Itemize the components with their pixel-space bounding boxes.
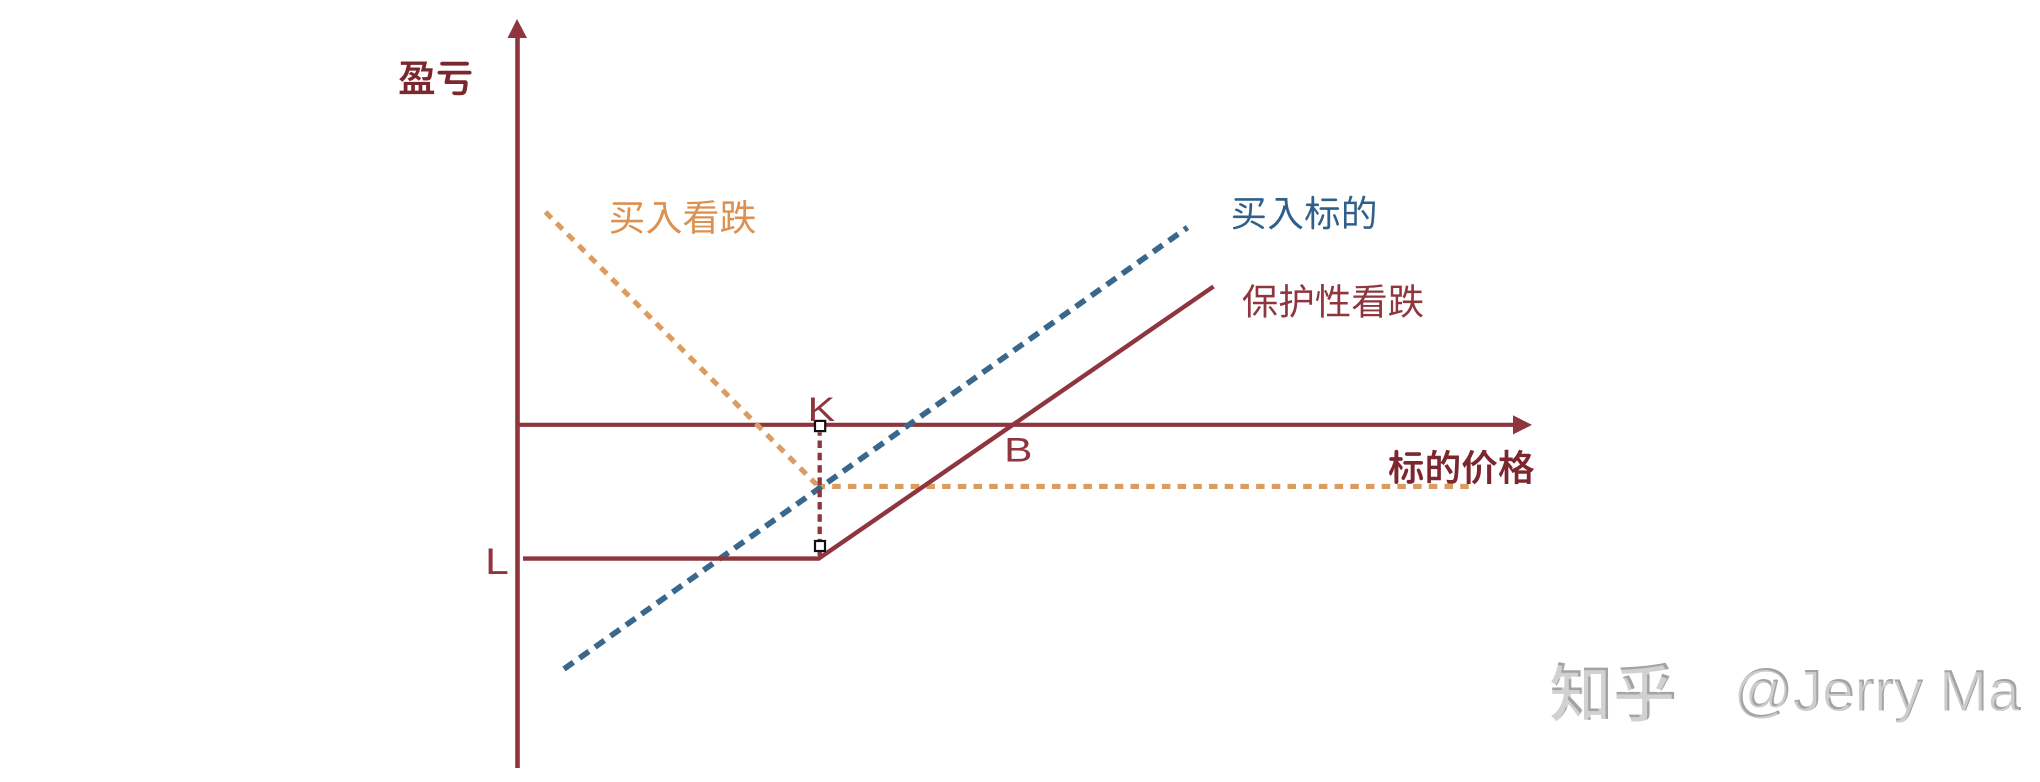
svg-text:@Jerry Ma: @Jerry Ma [1732,661,2019,726]
svg-text:K: K [808,391,836,429]
svg-text:B: B [1004,432,1032,470]
svg-text:L: L [485,541,509,582]
svg-text:@Jerry Ma: @Jerry Ma [1734,659,2021,724]
